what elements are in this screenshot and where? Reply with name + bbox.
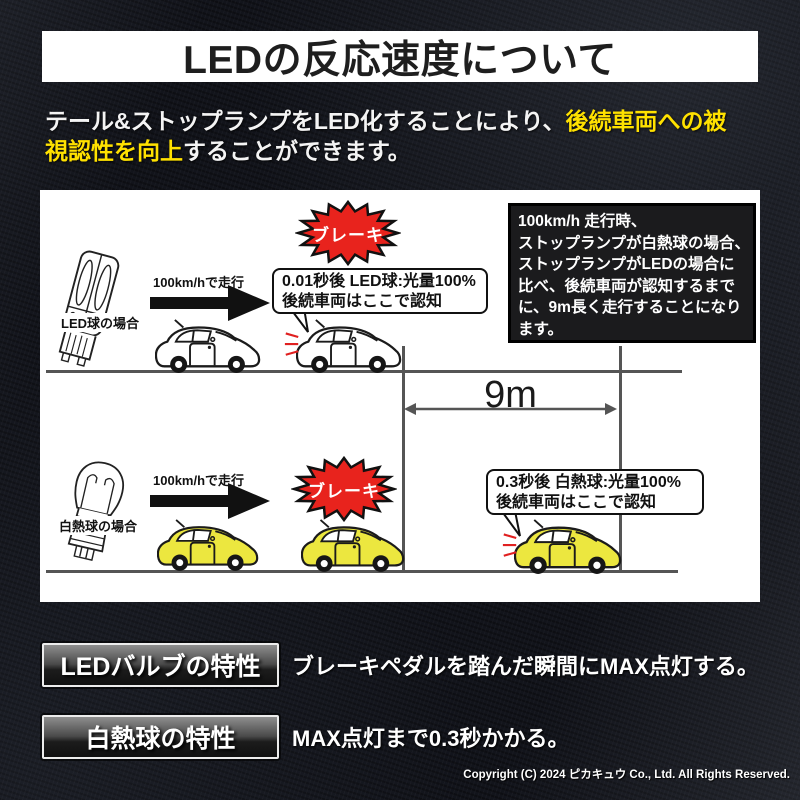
intro-line-2: 視認性を向上することができます。 [45,138,411,164]
car-incandescent-recognition [514,518,622,574]
led-speed-label: 100km/hで走行 [153,275,245,290]
distance-line-right [619,346,622,572]
feature-heading-led: LEDバルブの特性 [60,653,261,681]
led-callout-bubble: 0.01秒後 LED球:光量100% 後続車両はここで認知 [272,268,488,314]
led-brake-burst-label: ブレーキ [312,225,384,245]
distance-line-left [402,346,405,572]
intro-highlight-1: 後続車両への被 [565,108,727,134]
feature-description-incandescent: MAX点灯まで0.3秒かかる。 [292,726,570,751]
car-led-cruising [155,318,261,373]
feature-heading-box-led: LEDバルブの特性 [42,643,279,687]
incandescent-brake-burst-label: ブレーキ [308,481,380,501]
feature-heading-box-incandescent: 白熱球の特性 [42,715,279,759]
ground-line-led [46,370,682,373]
incandescent-callout-bubble: 0.3秒後 白熱球:光量100% 後続車両はここで認知 [486,469,704,515]
intro-text: テール&ストップランプをLED化することにより、後続車両への被 視認性を向上する… [45,106,765,166]
incandescent-bulb-label: 白熱球の場合 [58,516,139,535]
copyright-text: Copyright (C) 2024 ピカキュウ Co., Ltd. All R… [463,769,790,781]
page-title: LEDの反応速度について [183,38,617,82]
car-incandescent-braking [301,518,405,572]
info-box: 100km/h 走行時、 ストップランプが白熱球の場合、 ストップランプがLED… [508,203,756,343]
intro-line-1: テール&ストップランプをLED化することにより、後続車両への被 [45,108,727,134]
feature-description-led: ブレーキペダルを踏んだ瞬間にMAX点灯する。 [292,654,759,679]
incandescent-speed-label: 100km/hで走行 [153,473,245,488]
led-callout-tail [288,308,309,333]
car-incandescent-cruising [157,518,259,571]
feature-heading-incandescent: 白熱球の特性 [85,725,236,753]
led-brake-light-rays-icon [284,332,300,358]
title-banner: LEDの反応速度について [42,31,758,82]
ground-line-incandescent [46,570,678,573]
intro-highlight-2: 視認性を向上 [45,138,183,164]
led-bulb-label: LED球の場合 [60,313,141,332]
distance-arrow [404,403,617,415]
